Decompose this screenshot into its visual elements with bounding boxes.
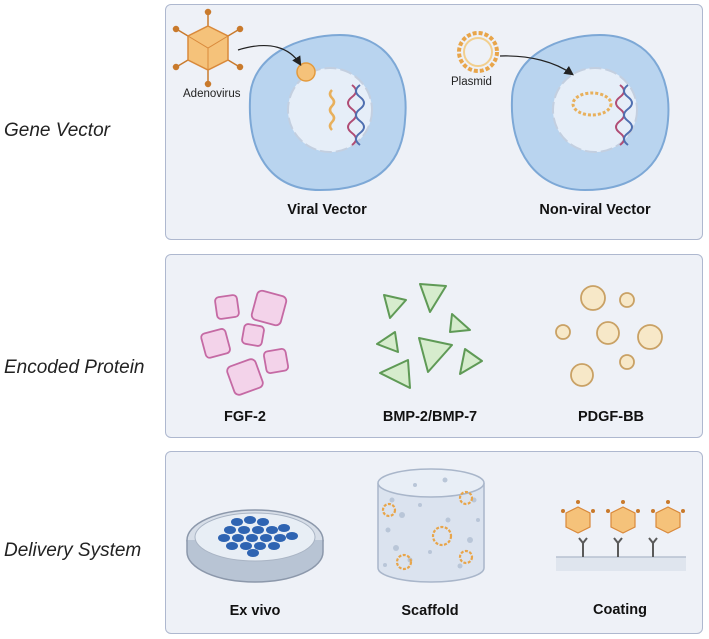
viral-cell-illustration (248, 33, 407, 192)
row-label-encoded-protein: Encoded Protein (4, 357, 145, 378)
pdgf-caption: PDGF-BB (577, 409, 645, 425)
viral-entry-arrow (237, 45, 302, 67)
fgf2-caption: FGF-2 (224, 409, 266, 425)
adenovirus-label: Adenovirus (183, 88, 241, 100)
row-label-gene-vector: Gene Vector (4, 120, 110, 141)
plasmid-label: Plasmid (451, 76, 492, 88)
adenovirus-icon (172, 8, 244, 88)
viral-vector-caption: Viral Vector (287, 202, 367, 218)
exvivo-caption: Ex vivo (229, 603, 281, 619)
row-label-delivery-system: Delivery System (4, 540, 142, 561)
scaffold-illustration (377, 468, 485, 583)
nonviral-vector-caption: Non-viral Vector (539, 202, 651, 218)
nonviral-cell-illustration (510, 33, 670, 192)
fgf2-proteins (200, 289, 290, 396)
coating-caption: Coating (593, 602, 647, 618)
plasmid-icon (457, 31, 499, 73)
scaffold-caption: Scaffold (401, 603, 459, 619)
coating-illustration (556, 500, 686, 571)
plasmid-entry-arrow (499, 55, 574, 76)
bmp-proteins (376, 283, 483, 389)
pdgf-proteins (555, 285, 663, 387)
petri-dish-illustration (186, 509, 324, 583)
bmp-caption: BMP-2/BMP-7 (382, 409, 478, 425)
